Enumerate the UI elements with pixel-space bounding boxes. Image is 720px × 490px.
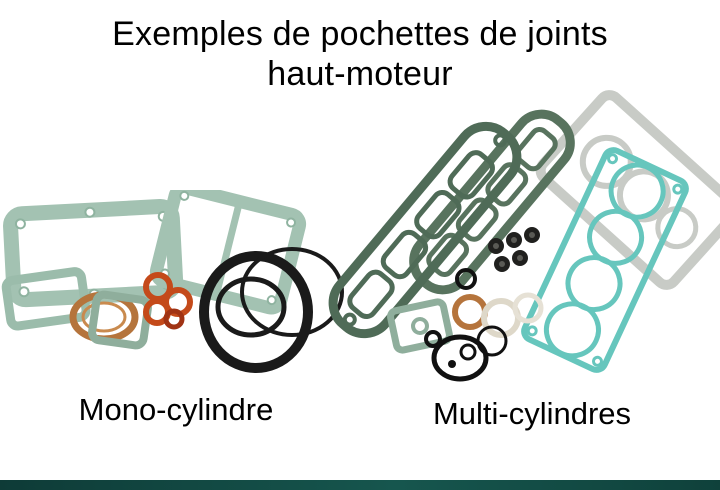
page-title-line2: haut-moteur — [267, 55, 453, 94]
mono-orange-orings — [143, 272, 193, 330]
multi-black-orings — [424, 325, 508, 382]
multi-small-black-oring — [455, 268, 477, 290]
multi-valve-stem-seals — [488, 227, 540, 272]
caption-multi-cylindres: Multi-cylindres — [432, 396, 632, 431]
caption-mono-cylindre: Mono-cylindre — [78, 392, 274, 427]
multi-small-green-gasket — [387, 298, 453, 354]
mono-black-orings — [199, 247, 344, 373]
mono-small-gasket — [1, 267, 91, 331]
multi-cover-gasket-front — [328, 121, 522, 339]
bottom-border-strip — [0, 480, 720, 490]
multi-washers — [452, 292, 544, 338]
mono-base-gasket-left — [3, 199, 184, 308]
multi-cylinder-gasket-kit-image — [328, 90, 720, 382]
multi-teal-head-gasket — [521, 147, 689, 373]
mono-cylinder-gasket-kit-image — [1, 190, 344, 373]
page-title-line1: Exemples de pochettes de joints — [112, 15, 608, 53]
multi-gray-gasket — [535, 90, 720, 290]
page-title: Exemples de pochettes de joints haut-mot… — [0, 14, 720, 94]
mono-square-gasket — [88, 290, 152, 350]
